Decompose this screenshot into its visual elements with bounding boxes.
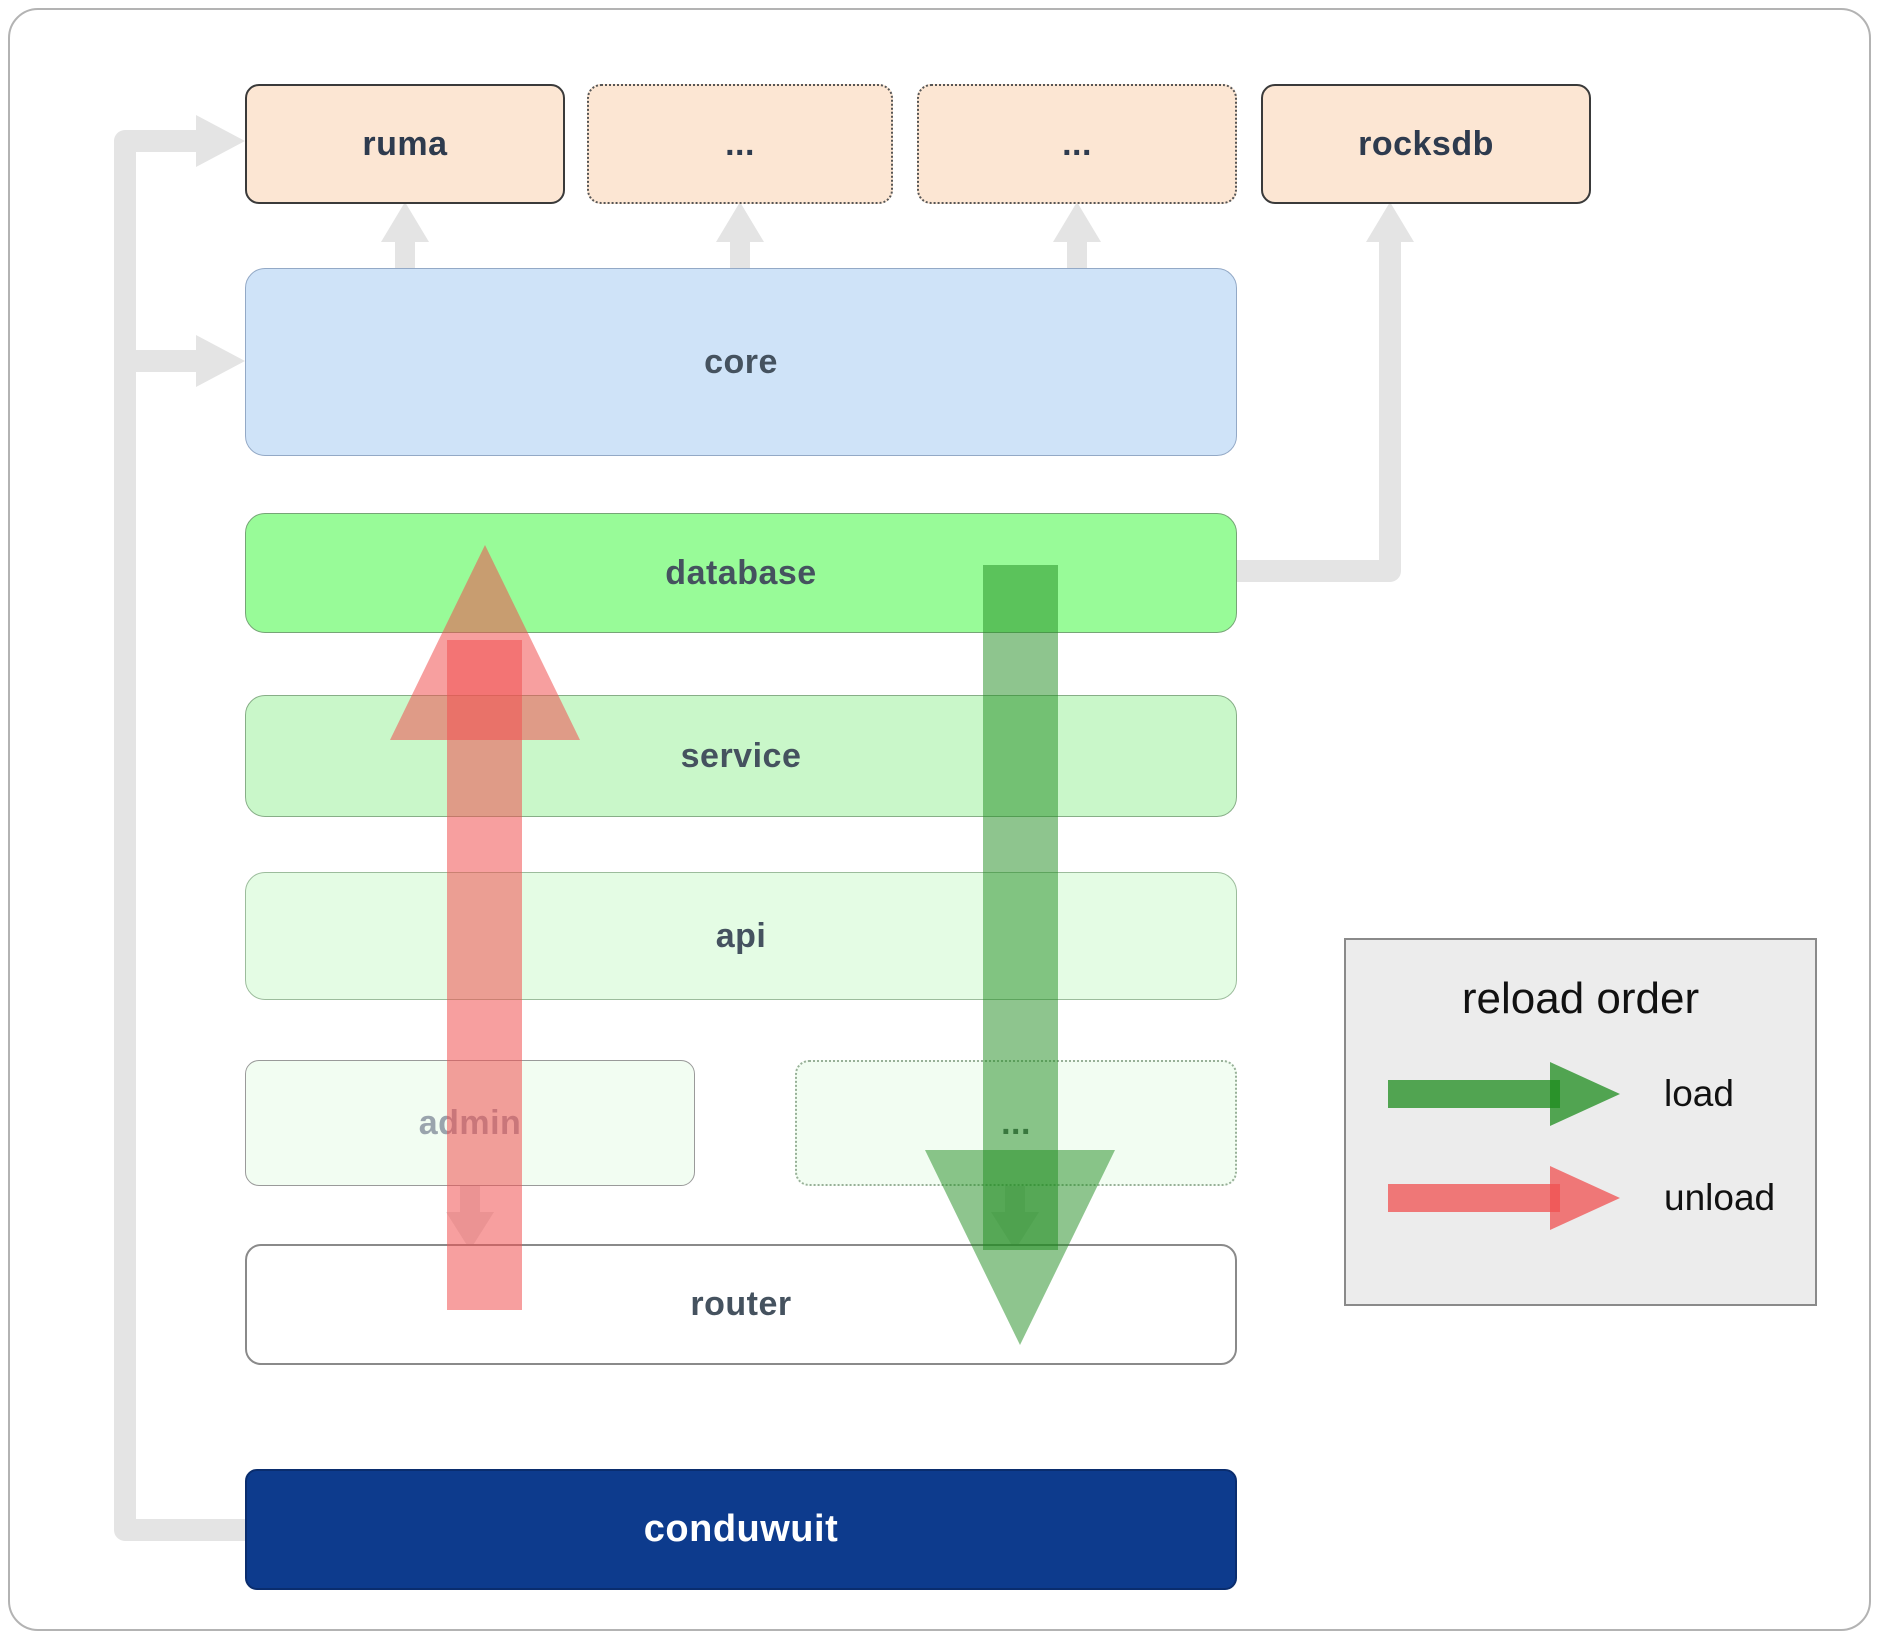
box-ruma-label: ruma [362, 124, 448, 163]
box-ellipsis-top-1-label: ... [725, 124, 755, 163]
connector-admin-to-router [446, 1186, 494, 1250]
layer-core-label: core [704, 342, 778, 381]
outer-frame [8, 8, 1871, 1631]
layer-api: api [245, 872, 1237, 1000]
connector-ellipsis-to-router [991, 1186, 1039, 1250]
layer-conduwuit-label: conduwuit [643, 1508, 839, 1550]
connector-database-to-rocksdb [1237, 202, 1414, 582]
connector-conduwuit-to-core [125, 335, 245, 387]
legend-row-load: load [1388, 1062, 1815, 1126]
layer-admin-label: admin [418, 1103, 522, 1142]
connector-core-to-ruma [381, 202, 429, 270]
layer-service-label: service [680, 736, 802, 775]
box-ellipsis-top-1: ... [587, 84, 893, 204]
layer-admin: admin [245, 1060, 695, 1186]
arrowhead-up-ruma [381, 202, 429, 242]
arrowhead-up-ellipsis-2 [1053, 202, 1101, 242]
box-ellipsis-top-2: ... [917, 84, 1237, 204]
arrowhead-up-rocksdb [1366, 202, 1414, 242]
connector-core-to-ellipsis-1 [716, 202, 764, 270]
unload-arrow-icon [1388, 1166, 1620, 1230]
legend-row-unload: unload [1388, 1166, 1815, 1230]
box-ruma: ruma [245, 84, 565, 204]
load-arrow-icon [1388, 1062, 1620, 1126]
legend-unload-label: unload [1664, 1177, 1776, 1218]
arrowhead-into-ruma [196, 115, 245, 167]
layer-ellipsis-mid-label: ... [1001, 1103, 1031, 1142]
layer-database: database [245, 513, 1237, 633]
layer-router-label: router [690, 1285, 792, 1323]
legend-title: reload order [1461, 974, 1700, 1023]
layer-service: service [245, 695, 1237, 817]
box-rocksdb-label: rocksdb [1358, 124, 1494, 163]
box-ellipsis-top-2-label: ... [1062, 124, 1092, 163]
layer-ellipsis-mid: ... [795, 1060, 1237, 1186]
layer-database-label: database [665, 553, 817, 592]
layer-core: core [245, 268, 1237, 456]
layer-router: router [245, 1244, 1237, 1365]
arrowhead-into-core [196, 335, 245, 387]
legend-load-label: load [1664, 1073, 1734, 1114]
layer-conduwuit: conduwuit [245, 1469, 1237, 1590]
legend: reload order load unload [1344, 938, 1817, 1306]
connector-core-to-ellipsis-2 [1053, 202, 1101, 270]
layer-api-label: api [715, 916, 767, 955]
box-rocksdb: rocksdb [1261, 84, 1591, 204]
connector-conduwuit-to-ruma [114, 115, 245, 1541]
arrowhead-up-ellipsis-1 [716, 202, 764, 242]
